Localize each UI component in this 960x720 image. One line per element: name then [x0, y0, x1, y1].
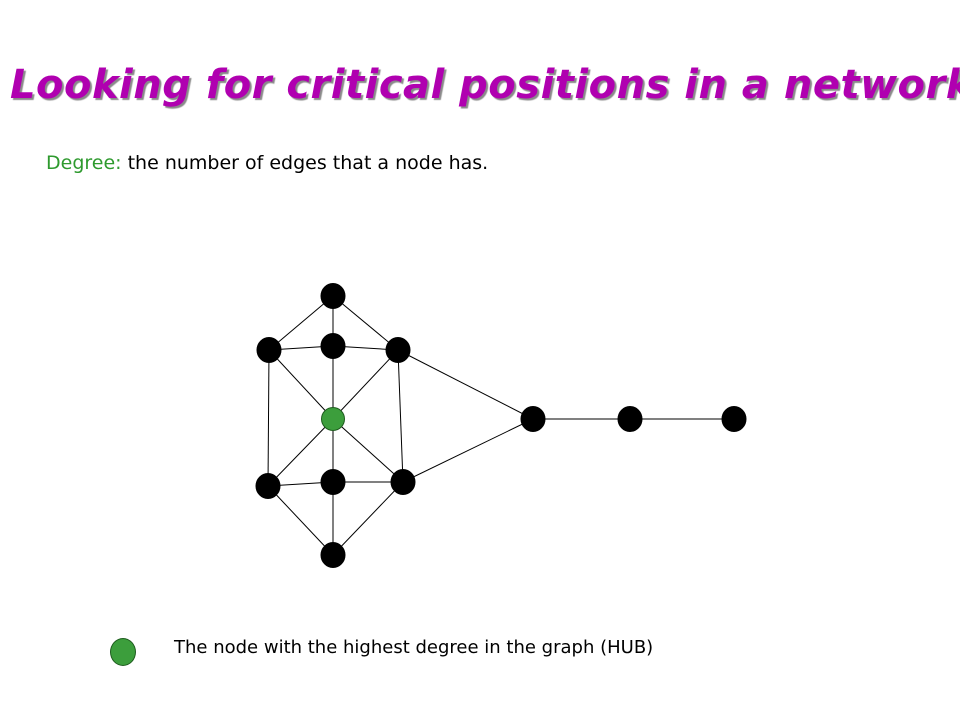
edge-upper-right-lower-right — [397, 349, 404, 483]
node-lower-center — [320, 469, 346, 495]
node-chain-2 — [617, 406, 643, 432]
edge-upper-right-hub — [332, 349, 399, 420]
edge-top-upper-right — [332, 295, 399, 351]
edge-hub-lower-left — [267, 418, 334, 487]
node-lower-left — [255, 473, 281, 499]
hub-legend-text: The node with the highest degree in the … — [174, 637, 654, 658]
node-chain-3 — [721, 406, 747, 432]
node-chain-1 — [520, 406, 546, 432]
edge-lower-right-chain-1 — [402, 418, 534, 483]
graph-nodes — [255, 283, 747, 568]
edge-top-upper-left — [268, 295, 334, 351]
node-upper-left — [256, 337, 282, 363]
edge-hub-lower-right — [332, 418, 404, 483]
node-upper-right — [385, 337, 411, 363]
slide-title: Looking for critical positions in a netw… — [10, 62, 960, 108]
degree-term: Degree: — [46, 152, 122, 174]
edge-lower-left-bottom — [267, 485, 334, 556]
edge-upper-right-chain-1 — [397, 349, 534, 420]
hub-node — [321, 407, 345, 431]
node-lower-right — [390, 469, 416, 495]
degree-definition: Degree: the number of edges that a node … — [46, 152, 488, 174]
edge-upper-left-lower-left — [267, 349, 270, 487]
edge-lower-right-bottom — [332, 481, 404, 556]
node-top — [320, 283, 346, 309]
node-upper-center — [320, 333, 346, 359]
degree-definition-text: the number of edges that a node has. — [121, 152, 489, 174]
edge-upper-left-hub — [268, 349, 334, 420]
hub-legend-node — [110, 638, 136, 666]
node-bottom — [320, 542, 346, 568]
